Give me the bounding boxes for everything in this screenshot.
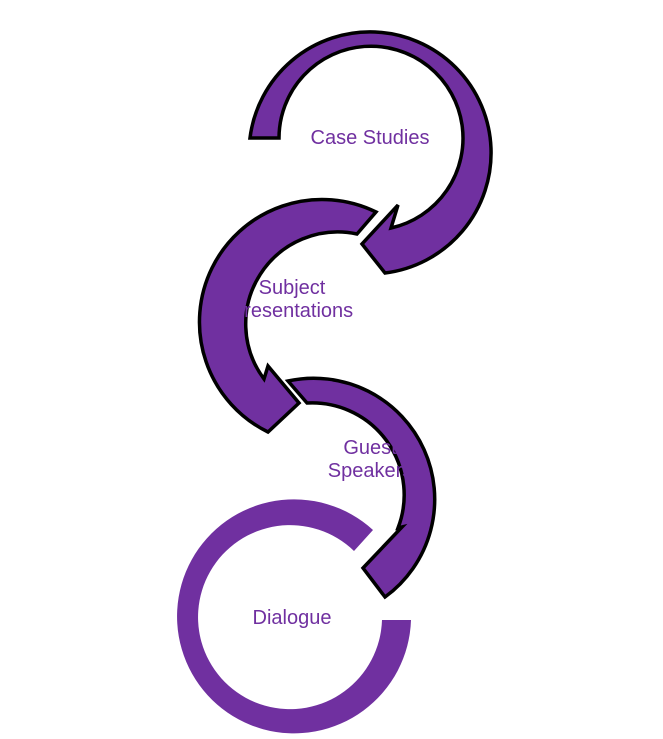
arrow-subject-presentations xyxy=(197,197,379,435)
label-subject-line2: Presentations xyxy=(230,300,354,322)
label-subject-presentations: Subject Presentations xyxy=(212,277,372,323)
label-case-studies: Case Studies xyxy=(290,127,450,150)
label-guest-line1: Guest xyxy=(343,437,397,459)
label-guest-speakers: Guest Speakers xyxy=(300,437,440,483)
label-dialogue: Dialogue xyxy=(222,607,362,630)
label-subject-line1: Subject xyxy=(258,277,326,299)
label-dialogue-text: Dialogue xyxy=(252,607,332,629)
label-guest-line2: Speakers xyxy=(327,460,413,482)
label-case-studies-text: Case Studies xyxy=(310,127,430,149)
arrow-guest-speakers xyxy=(284,376,437,600)
arrow-case-studies xyxy=(248,30,493,275)
